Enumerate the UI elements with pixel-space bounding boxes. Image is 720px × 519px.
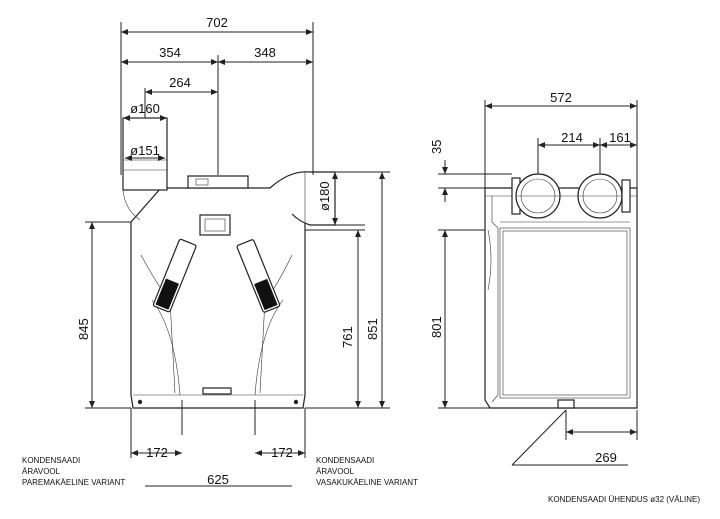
front-view (122, 117, 336, 409)
drain-connector (557, 399, 575, 409)
top-connector (187, 175, 249, 189)
dim-height-761: 761 (340, 326, 355, 348)
dim-drain-offset: 269 (595, 450, 617, 465)
dim-height-total: 845 (76, 318, 91, 340)
svg-text:PAREMAKÄELINE VARIANT: PAREMAKÄELINE VARIANT (22, 478, 125, 487)
svg-text:ÄRAVOOL: ÄRAVOOL (316, 467, 355, 476)
svg-text:KONDENSAADI: KONDENSAADI (316, 456, 374, 465)
dim-depth: 572 (550, 90, 572, 105)
side-inner-panel (499, 227, 631, 399)
left-vent-slot (152, 238, 197, 313)
dim-foot-left: 172 (146, 445, 168, 460)
dim-duct-edge: 161 (609, 130, 631, 145)
svg-text:KONDENSAADI: KONDENSAADI (22, 456, 80, 465)
dim-duct-outer: ø160 (130, 101, 160, 116)
note-drain-connection: KONDENSAADI ÜHENDUS ø32 (VÄLINE) (548, 495, 700, 504)
side-duct-right (577, 173, 631, 219)
svg-text:VASAKUKÄELINE VARIANT: VASAKUKÄELINE VARIANT (316, 478, 418, 487)
dim-side-duct: ø180 (317, 181, 332, 211)
bottom-handle (202, 387, 232, 395)
dim-foot-right: 172 (271, 445, 293, 460)
note-right-hand-drain: KONDENSAADI ÄRAVOOL PAREMAKÄELINE VARIAN… (22, 456, 125, 487)
front-opening (199, 214, 231, 236)
dim-top-offset: 35 (429, 140, 444, 154)
side-dimensions: 572 214 161 35 801 269 (429, 90, 638, 465)
side-duct-left (511, 173, 561, 219)
side-casing (484, 187, 638, 409)
dim-left-to-center: 354 (159, 45, 181, 60)
svg-text:ÄRAVOOL: ÄRAVOOL (22, 467, 61, 476)
right-vent-slot (236, 239, 281, 313)
dim-duct-spacing: 214 (561, 130, 583, 145)
dim-base-width: 625 (207, 472, 229, 487)
dim-height: 801 (429, 316, 444, 338)
note-left-hand-drain: KONDENSAADI ÄRAVOOL VASAKUKÄELINE VARIAN… (316, 456, 418, 487)
dim-duct-inner: ø151 (130, 143, 160, 158)
dim-height-851: 851 (365, 318, 380, 340)
dim-overall-width: 702 (206, 15, 228, 30)
side-view (484, 173, 638, 466)
top-duct (122, 117, 168, 191)
front-dimensions: 702 354 348 264 ø160 ø151 ø180 845 761 (76, 15, 390, 487)
dim-center-to-right: 348 (254, 45, 276, 60)
dim-duct-offset: 264 (169, 75, 191, 90)
